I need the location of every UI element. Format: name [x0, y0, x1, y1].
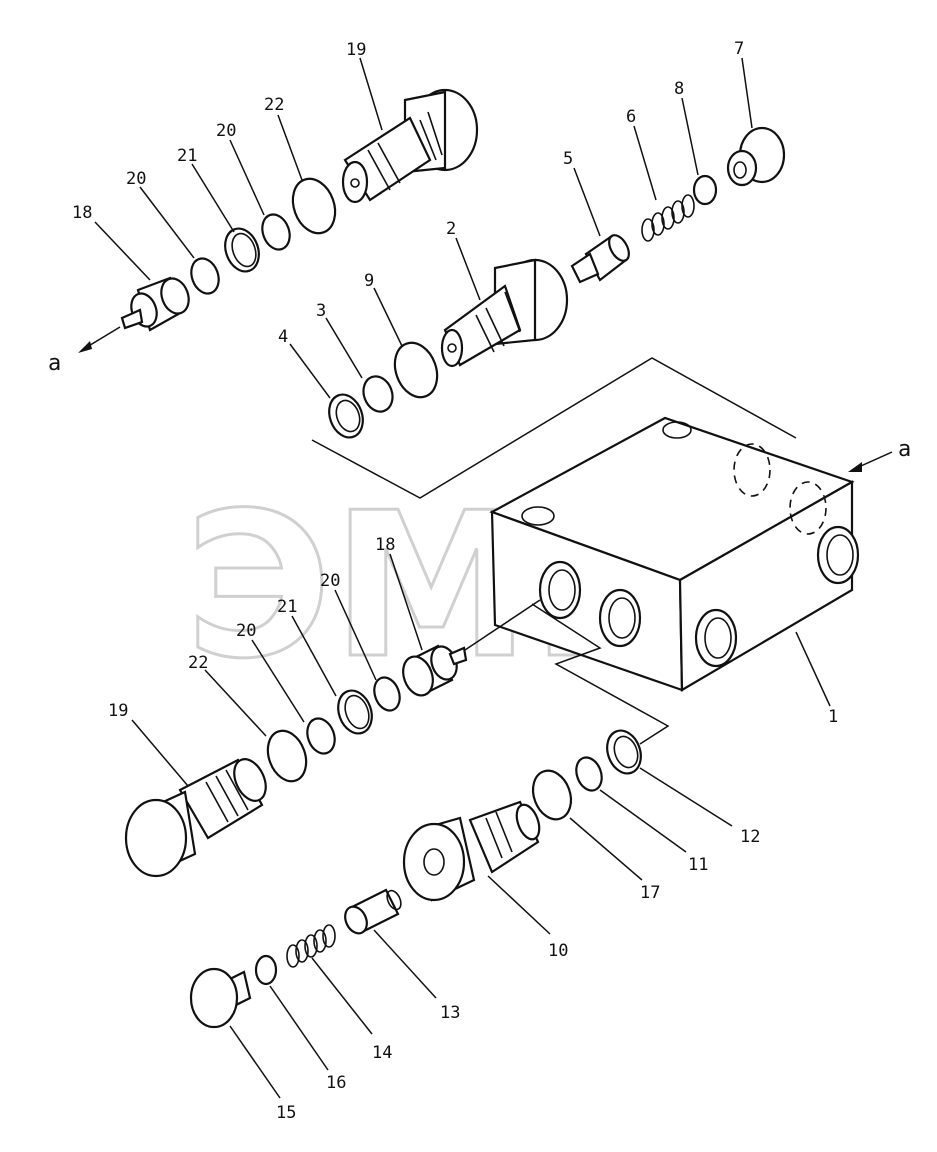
part-7: [726, 126, 786, 187]
part-18-top: [120, 276, 190, 332]
callout-12: 12: [740, 827, 760, 847]
callout-21-top: 21: [177, 146, 197, 166]
port-side-2: [816, 525, 860, 585]
callout-14: 14: [372, 1043, 392, 1063]
part-6-spring: [641, 194, 695, 242]
callout-16: 16: [326, 1073, 346, 1093]
part-5: [570, 234, 630, 284]
part-15: [189, 967, 252, 1029]
part-20-bottom-left: [306, 717, 336, 755]
part-2: [440, 258, 569, 368]
arrow-a-right: a: [848, 437, 911, 472]
callout-20-top-left: 20: [126, 169, 146, 189]
callout-22-top: 22: [264, 95, 284, 115]
part-8: [692, 174, 718, 206]
callout-6: 6: [626, 107, 636, 127]
arrow-a-left: a: [48, 326, 121, 376]
callout-5: 5: [563, 149, 573, 169]
callout-19-top: 19: [346, 40, 366, 60]
callout-9: 9: [364, 271, 374, 291]
part-1-valve-body: [489, 416, 860, 692]
port-front-1: [538, 560, 582, 620]
callout-20-bottom-right: 20: [320, 571, 340, 591]
callout-17: 17: [640, 883, 660, 903]
callout-21-bottom: 21: [277, 597, 297, 617]
part-3: [362, 375, 394, 413]
part-14-spring: [286, 924, 336, 968]
callout-2: 2: [446, 219, 456, 239]
part-11: [575, 756, 603, 792]
part-22-top: [291, 177, 337, 235]
callout-labels: 19 22 20 21 20 18 7 8 6 5 2 9 3 4 1 18 2…: [72, 39, 838, 1123]
part-12: [606, 729, 642, 775]
callout-10: 10: [548, 941, 568, 961]
part-20-top-right: [261, 213, 291, 251]
part-4: [328, 393, 364, 439]
part-13: [344, 888, 402, 935]
part-9: [393, 341, 439, 399]
part-21-bottom: [337, 689, 373, 735]
callout-3: 3: [316, 301, 326, 321]
callout-8: 8: [674, 79, 684, 99]
part-17: [531, 769, 573, 821]
bracket-lower: [531, 603, 670, 745]
part-19-top: [341, 88, 479, 204]
part-22-bottom: [266, 729, 308, 783]
arrow-label-left: a: [48, 351, 61, 376]
arrow-label-right: a: [898, 437, 911, 462]
leader-18-to-port: [461, 599, 541, 653]
callout-1: 1: [828, 707, 838, 727]
callout-18-top: 18: [72, 203, 92, 223]
callout-13: 13: [440, 1003, 460, 1023]
callout-4: 4: [278, 327, 288, 347]
part-20-bottom-right: [373, 676, 401, 712]
callout-20-bottom-left: 20: [236, 621, 256, 641]
part-10: [402, 800, 541, 902]
part-21-top: [224, 227, 260, 273]
callout-11: 11: [688, 855, 708, 875]
bracket-top: [311, 357, 797, 499]
callout-20-top-right: 20: [216, 121, 236, 141]
part-16: [254, 954, 278, 986]
callout-7: 7: [734, 39, 744, 59]
part-19-bottom: [124, 758, 267, 878]
port-front-2: [598, 588, 642, 648]
leader-lines: [94, 57, 831, 1099]
part-20-top-left: [190, 257, 220, 295]
port-side-1: [694, 608, 738, 668]
callout-19-bottom: 19: [108, 701, 128, 721]
callout-15: 15: [276, 1103, 296, 1123]
callout-22-bottom: 22: [188, 653, 208, 673]
part-18-bottom: [402, 644, 468, 697]
callout-18-bottom: 18: [375, 535, 395, 555]
